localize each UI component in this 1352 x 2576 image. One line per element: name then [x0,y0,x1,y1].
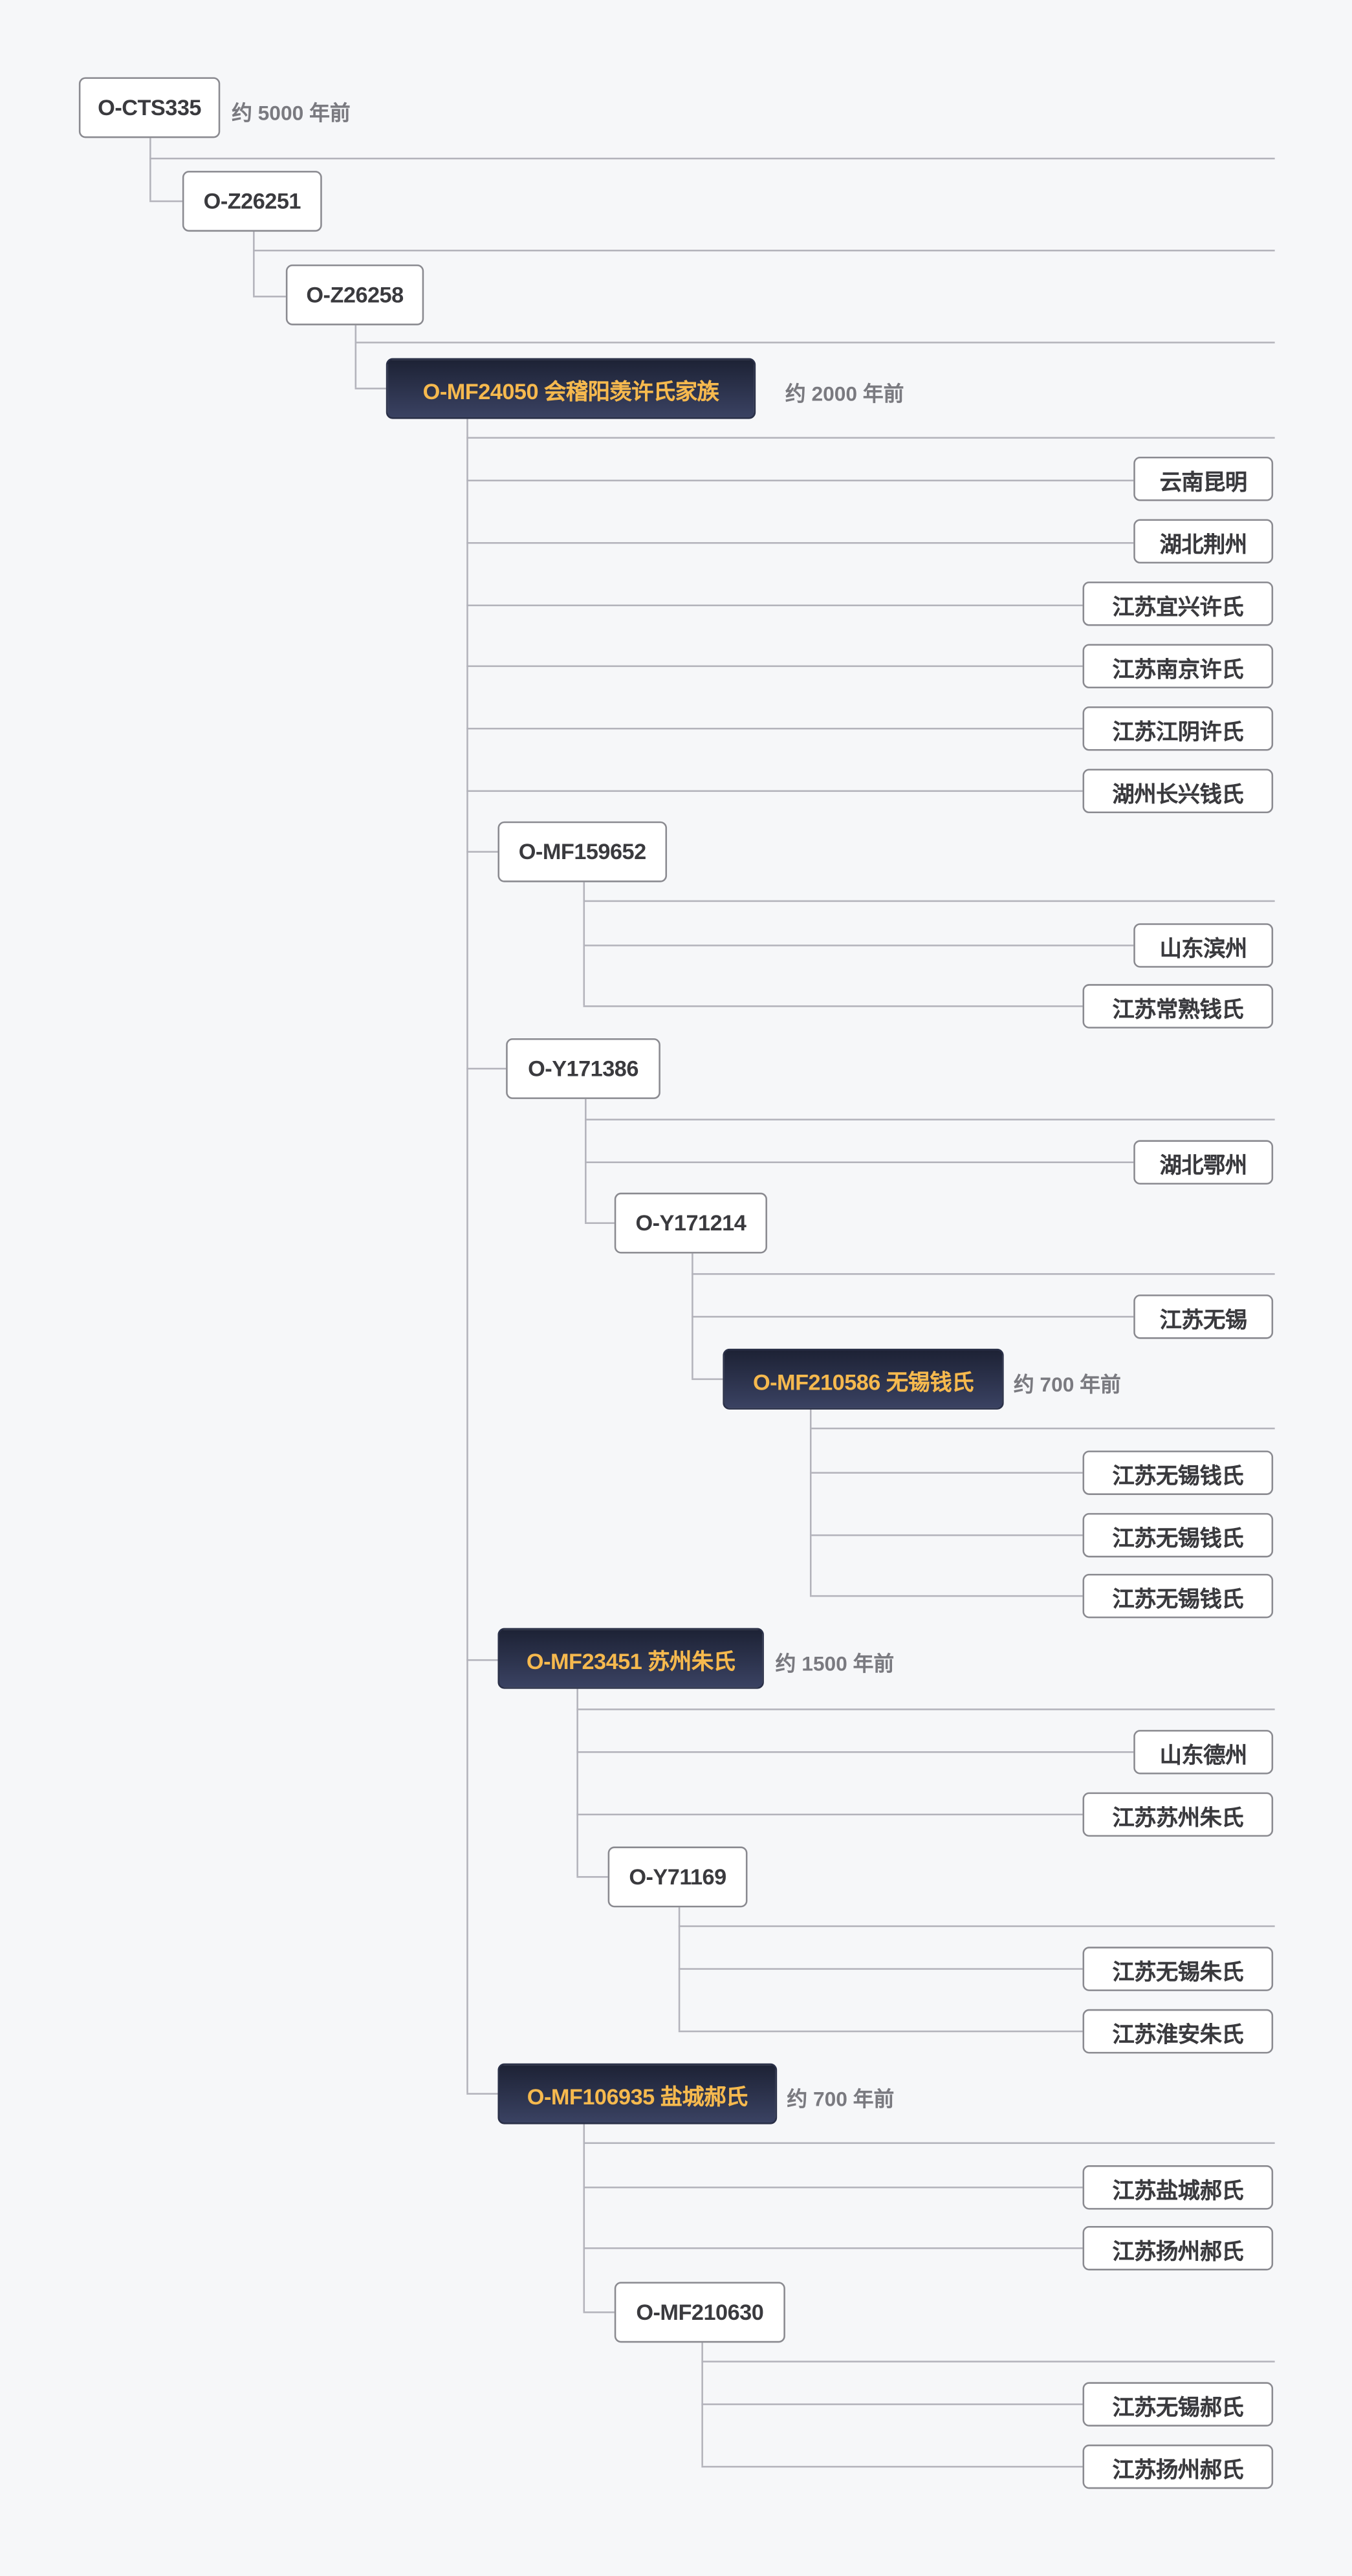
leaf-location-node[interactable]: 江苏苏州朱氏 [1082,1792,1274,1837]
connector-line [583,2142,1275,2145]
connector-line [253,296,286,298]
connector-line [576,1876,608,1878]
connector-line [466,665,1083,668]
connector-line [809,1427,1275,1430]
connector-line [149,157,1275,160]
connector-line [585,1222,615,1224]
leaf-location-node[interactable]: 江苏无锡钱氏 [1082,1573,1274,1619]
connector-line [678,1925,1275,1927]
age-label: 约 1500 年前 [775,1652,895,1675]
connector-line [809,1534,1083,1536]
haplogroup-node[interactable]: O-Z26258 [285,264,424,325]
connector-line [692,1273,1275,1275]
connector-line [466,479,1134,482]
age-label: 约 5000 年前 [232,101,351,124]
connector-line [701,2342,703,2466]
leaf-location-node[interactable]: 湖北鄂州 [1133,1140,1274,1184]
connector-line [466,851,498,853]
haplogroup-node[interactable]: O-Y171214 [614,1192,767,1254]
connector-line [149,200,182,202]
connector-line [576,1751,1134,1753]
leaf-location-node[interactable]: 江苏淮安朱氏 [1082,2009,1274,2054]
connector-line [678,2030,1083,2033]
highlighted-haplogroup-node[interactable]: O-MF210586 无锡钱氏 [723,1348,1004,1410]
leaf-location-node[interactable]: 山东德州 [1133,1730,1274,1774]
leaf-location-node[interactable]: 江苏南京许氏 [1082,644,1274,689]
connector-line [576,1813,1083,1816]
connector-line [809,1595,1083,1597]
connector-line [576,1688,578,1877]
connector-line [678,1968,1083,1970]
age-label: 约 700 年前 [787,2087,895,2110]
connector-line [466,604,1083,607]
connector-line [466,419,468,2093]
connector-line [692,1378,723,1381]
connector-line [583,2124,585,2312]
leaf-location-node[interactable]: 江苏宜兴许氏 [1082,581,1274,626]
connector-line [253,250,1275,252]
connector-line [253,232,255,296]
connector-line [354,387,386,389]
connector-line [692,1316,1134,1318]
leaf-location-node[interactable]: 江苏盐城郝氏 [1082,2165,1274,2210]
haplogroup-node[interactable]: O-Z26251 [182,171,322,232]
connector-line [678,1907,681,2031]
leaf-location-node[interactable]: 江苏无锡朱氏 [1082,1947,1274,1991]
age-label: 约 2000 年前 [785,382,904,405]
connector-line [583,1005,1083,1007]
leaf-location-node[interactable]: 江苏无锡郝氏 [1082,2382,1274,2427]
connector-line [466,542,1134,544]
connector-line [809,1409,812,1595]
leaf-location-node[interactable]: 湖州长兴钱氏 [1082,769,1274,814]
connector-line [585,1119,1275,1120]
haplogroup-node[interactable]: O-CTS335 [78,77,221,138]
connector-line [701,2465,1083,2468]
connector-line [466,437,1275,439]
connector-line [701,2361,1275,2363]
connector-line [576,1708,1275,1710]
connector-line [354,342,1275,344]
connector-line [583,2311,615,2313]
leaf-location-node[interactable]: 江苏无锡钱氏 [1082,1450,1274,1495]
haplogroup-node[interactable]: O-MF210630 [614,2282,785,2343]
connector-line [466,1067,507,1070]
connector-line [583,2247,1083,2249]
highlighted-haplogroup-node[interactable]: O-MF24050 会稽阳羡许氏家族 [386,358,756,419]
leaf-location-node[interactable]: 江苏扬州郝氏 [1082,2226,1274,2271]
leaf-location-node[interactable]: 云南昆明 [1133,456,1274,501]
connector-line [809,1472,1083,1474]
connector-line [585,1161,1134,1163]
leaf-location-node[interactable]: 山东滨州 [1133,923,1274,968]
leaf-location-node[interactable]: 江苏常熟钱氏 [1082,984,1274,1029]
age-label: 约 700 年前 [1013,1372,1121,1396]
highlighted-haplogroup-node[interactable]: O-MF106935 盐城郝氏 [497,2063,778,2124]
haplogroup-node[interactable]: O-MF159652 [497,821,668,882]
connector-line [701,2403,1083,2405]
haplogroup-node[interactable]: O-Y171386 [506,1038,660,1099]
leaf-location-node[interactable]: 湖北荆州 [1133,519,1274,564]
connector-line [692,1253,693,1379]
connector-line [354,325,357,388]
leaf-location-node[interactable]: 江苏扬州郝氏 [1082,2444,1274,2489]
leaf-location-node[interactable]: 江苏无锡钱氏 [1082,1512,1274,1558]
connector-line [583,882,585,1006]
connector-line [585,1098,587,1223]
connector-line [466,2093,498,2095]
leaf-location-node[interactable]: 江苏无锡 [1133,1294,1274,1339]
connector-line [466,1659,498,1661]
connector-line [583,2187,1083,2189]
connector-line [466,727,1083,730]
leaf-location-node[interactable]: 江苏江阴许氏 [1082,706,1274,751]
connector-line [149,138,151,201]
connector-line [583,900,1275,902]
connector-line [466,790,1083,792]
connector-line [583,944,1134,946]
haplogroup-node[interactable]: O-Y71169 [607,1846,748,1908]
highlighted-haplogroup-node[interactable]: O-MF23451 苏州朱氏 [497,1628,764,1689]
